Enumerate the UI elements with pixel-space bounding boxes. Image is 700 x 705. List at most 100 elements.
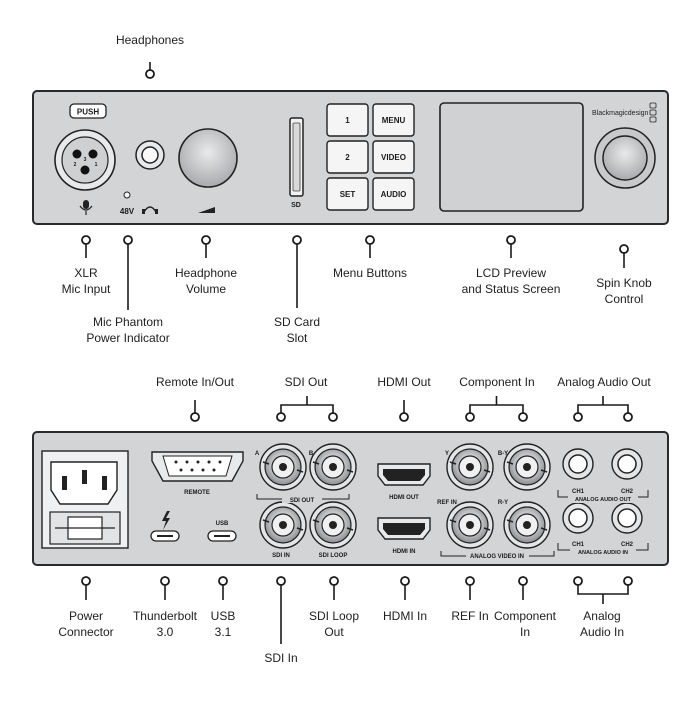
pointer-analog-out xyxy=(573,396,633,422)
pointer-hp-volume xyxy=(201,235,211,258)
sdi-loop-label: SDI LOOP xyxy=(319,553,348,559)
thunderbolt-icon xyxy=(162,511,170,530)
volume-ramp-icon xyxy=(198,207,215,213)
pointer-power xyxy=(81,576,91,600)
analog-out-ch1-jack[interactable] xyxy=(562,448,594,480)
callout-usb: USB 3.1 xyxy=(210,609,236,639)
sdi-out-b-label: B xyxy=(309,451,314,457)
pointer-sd xyxy=(292,235,302,308)
callout-spin-knob: Spin Knob Control xyxy=(596,276,652,306)
set-button[interactable] xyxy=(326,177,369,211)
component-by-label: B-Y xyxy=(498,451,508,457)
sdi-in-bnc[interactable] xyxy=(259,501,307,549)
sd-slot-label: SD xyxy=(291,202,301,209)
ch2-in-label: CH2 xyxy=(621,542,634,548)
callout-hdmi-in: HDMI In xyxy=(382,609,428,623)
pointer-component-in xyxy=(465,396,528,422)
brand-logo: Blackmagicdesign xyxy=(592,110,649,117)
set-button-label: SET xyxy=(340,190,356,199)
sdi-out-b-bnc[interactable] xyxy=(309,443,357,491)
rear-panel: REMOTE USB A B SDI OUT SDI IN SDI LOOP H… xyxy=(32,431,669,566)
headphone-volume-knob[interactable] xyxy=(178,128,238,188)
callout-headphones: Headphones xyxy=(115,33,185,47)
audio-button[interactable] xyxy=(372,177,415,211)
button-1-label: 1 xyxy=(345,116,350,125)
usb-port-label: USB xyxy=(216,521,229,527)
callout-remote: Remote In/Out xyxy=(155,375,235,389)
pointer-sdi-out xyxy=(276,396,338,422)
callout-component-in-bottom: Component In xyxy=(493,609,557,639)
pointer-menu xyxy=(365,235,375,258)
pointer-headphones xyxy=(145,62,155,79)
pointer-hdmi-out xyxy=(399,400,409,422)
sdi-out-a-label: A xyxy=(255,451,260,457)
remote-label: REMOTE xyxy=(184,490,210,496)
sdi-in-label: SDI IN xyxy=(272,553,290,559)
pointer-usb xyxy=(218,576,228,600)
pointer-xlr xyxy=(81,235,91,258)
analog-audio-out-label: ANALOG AUDIO OUT xyxy=(575,497,632,503)
pointer-analog-in xyxy=(573,576,633,604)
button-2-label: 2 xyxy=(345,153,350,162)
hdmi-out-port[interactable] xyxy=(377,463,431,486)
analog-in-ch2-jack[interactable] xyxy=(611,502,643,534)
spin-knob[interactable] xyxy=(594,127,656,189)
ch1-out-label: CH1 xyxy=(572,489,585,495)
callout-lcd: LCD Preview and Status Screen xyxy=(461,266,561,296)
callout-hdmi-out: HDMI Out xyxy=(377,375,431,389)
callout-mic-phantom-power: Mic Phantom Power Indicator xyxy=(86,315,170,345)
callout-analog-audio-out: Analog Audio Out xyxy=(557,375,651,389)
component-y-label: Y xyxy=(445,451,449,457)
xlr-pin-2: 2 xyxy=(74,162,77,168)
ref-in-bnc[interactable] xyxy=(446,501,494,549)
ch1-in-label: CH1 xyxy=(572,542,585,548)
button-1[interactable] xyxy=(326,103,369,137)
component-by-bnc[interactable] xyxy=(503,443,551,491)
sdi-out-a-bnc[interactable] xyxy=(259,443,307,491)
ch2-out-label: CH2 xyxy=(621,489,634,495)
video-button[interactable] xyxy=(372,140,415,174)
ref-in-label: REF IN xyxy=(437,500,457,506)
pointer-remote xyxy=(190,400,200,422)
callout-sd-card-slot: SD Card Slot xyxy=(273,315,321,345)
callout-thunderbolt: Thunderbolt 3.0 xyxy=(132,609,198,639)
callout-sdi-loop-out: SDI Loop Out xyxy=(308,609,360,639)
hdmi-out-label: HDMI OUT xyxy=(389,495,419,501)
pointer-sdi-in xyxy=(276,576,286,644)
pointer-phantom xyxy=(123,235,133,310)
front-panel: PUSH 3 2 1 48V xyxy=(32,90,669,225)
xlr-connector[interactable]: PUSH 3 2 1 xyxy=(54,103,116,191)
pointer-lcd xyxy=(506,235,516,258)
callout-power-connector: Power Connector xyxy=(58,609,114,639)
button-2[interactable] xyxy=(326,140,369,174)
pointer-ref-in xyxy=(465,576,475,600)
sdi-out-label: SDI OUT xyxy=(290,498,315,504)
headphones-icon xyxy=(143,206,157,213)
analog-out-ch2-jack[interactable] xyxy=(611,448,643,480)
xlr-pin-1: 1 xyxy=(95,162,98,168)
phantom-48v-label: 48V xyxy=(120,207,135,216)
microphone-icon xyxy=(79,200,93,215)
bnc-connectors xyxy=(259,443,551,549)
menu-button[interactable] xyxy=(372,103,415,137)
callout-headphone-volume: Headphone Volume xyxy=(174,266,238,296)
menu-button-label: MENU xyxy=(382,116,406,125)
callout-menu-buttons: Menu Buttons xyxy=(332,266,408,280)
pointer-sdi-loop xyxy=(329,576,339,600)
remote-db9-port[interactable] xyxy=(151,451,244,482)
power-connector[interactable] xyxy=(41,450,129,549)
headphone-jack[interactable] xyxy=(135,140,165,170)
component-ry-label: R-Y xyxy=(498,500,508,506)
pointer-knob xyxy=(619,244,629,268)
sdi-loop-bnc[interactable] xyxy=(309,501,357,549)
sd-card-slot[interactable] xyxy=(289,117,304,197)
video-button-label: VIDEO xyxy=(381,153,406,162)
component-y-bnc[interactable] xyxy=(446,443,494,491)
component-ry-bnc[interactable] xyxy=(503,501,551,549)
pointer-component-in-bottom xyxy=(518,576,528,600)
hdmi-in-port[interactable] xyxy=(377,517,431,540)
analog-in-ch1-jack[interactable] xyxy=(562,502,594,534)
analog-audio-in-label: ANALOG AUDIO IN xyxy=(578,550,628,556)
